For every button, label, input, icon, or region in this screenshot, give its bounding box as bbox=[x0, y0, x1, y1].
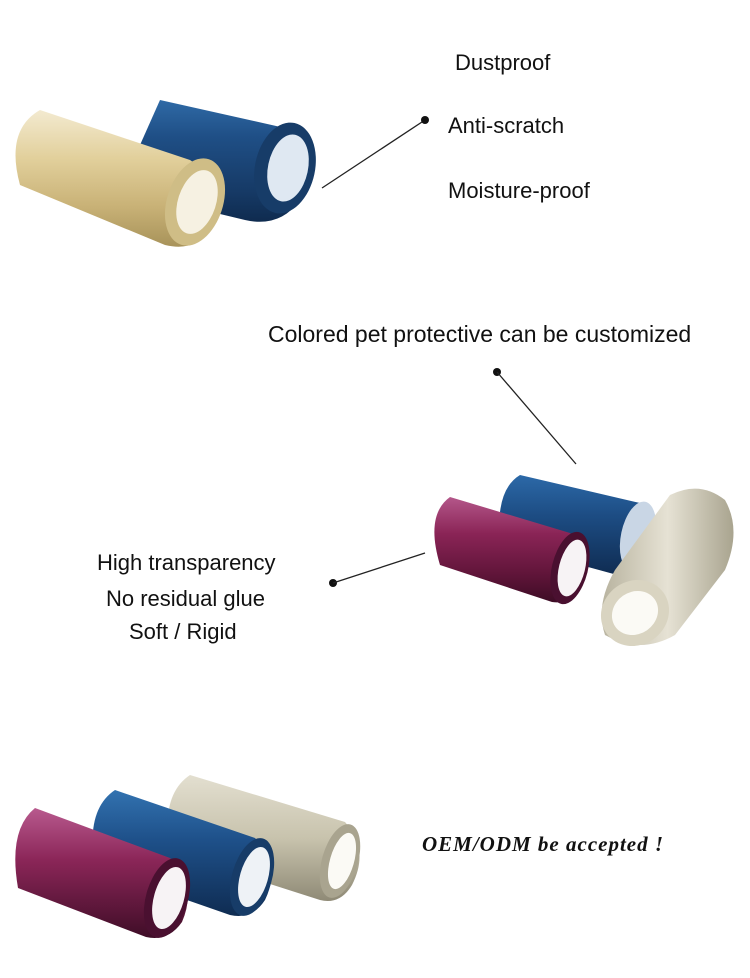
feature-moisture-proof: Moisture-proof bbox=[448, 178, 590, 203]
film-roll-icon bbox=[600, 488, 734, 647]
callout-pointer-icon bbox=[329, 552, 426, 587]
feature-soft-rigid: Soft / Rigid bbox=[129, 619, 237, 644]
film-roll-icon bbox=[15, 808, 191, 938]
product-image-three-rolls bbox=[329, 368, 734, 647]
product-image-three-rolls-lineup bbox=[15, 775, 361, 938]
feature-high-transparency: High transparency bbox=[97, 550, 276, 575]
film-roll-icon bbox=[167, 775, 361, 901]
callout-pointer-icon bbox=[321, 116, 429, 189]
oem-odm-slogan: OEM/ODM be accepted ! bbox=[422, 832, 665, 856]
customization-headline: Colored pet protective can be customized bbox=[268, 321, 692, 347]
section-3 bbox=[0, 760, 400, 960]
film-roll-icon bbox=[92, 790, 275, 916]
film-roll-icon bbox=[15, 110, 226, 247]
film-roll-icon bbox=[434, 497, 590, 605]
product-image-gold-blue-rolls bbox=[15, 100, 429, 247]
section-1 bbox=[0, 0, 750, 280]
feature-anti-scratch: Anti-scratch bbox=[448, 113, 565, 138]
feature-no-residual-glue: No residual glue bbox=[106, 586, 265, 611]
callout-pointer-icon bbox=[493, 368, 577, 465]
feature-dustproof: Dustproof bbox=[455, 50, 551, 75]
section-2 bbox=[0, 355, 750, 675]
